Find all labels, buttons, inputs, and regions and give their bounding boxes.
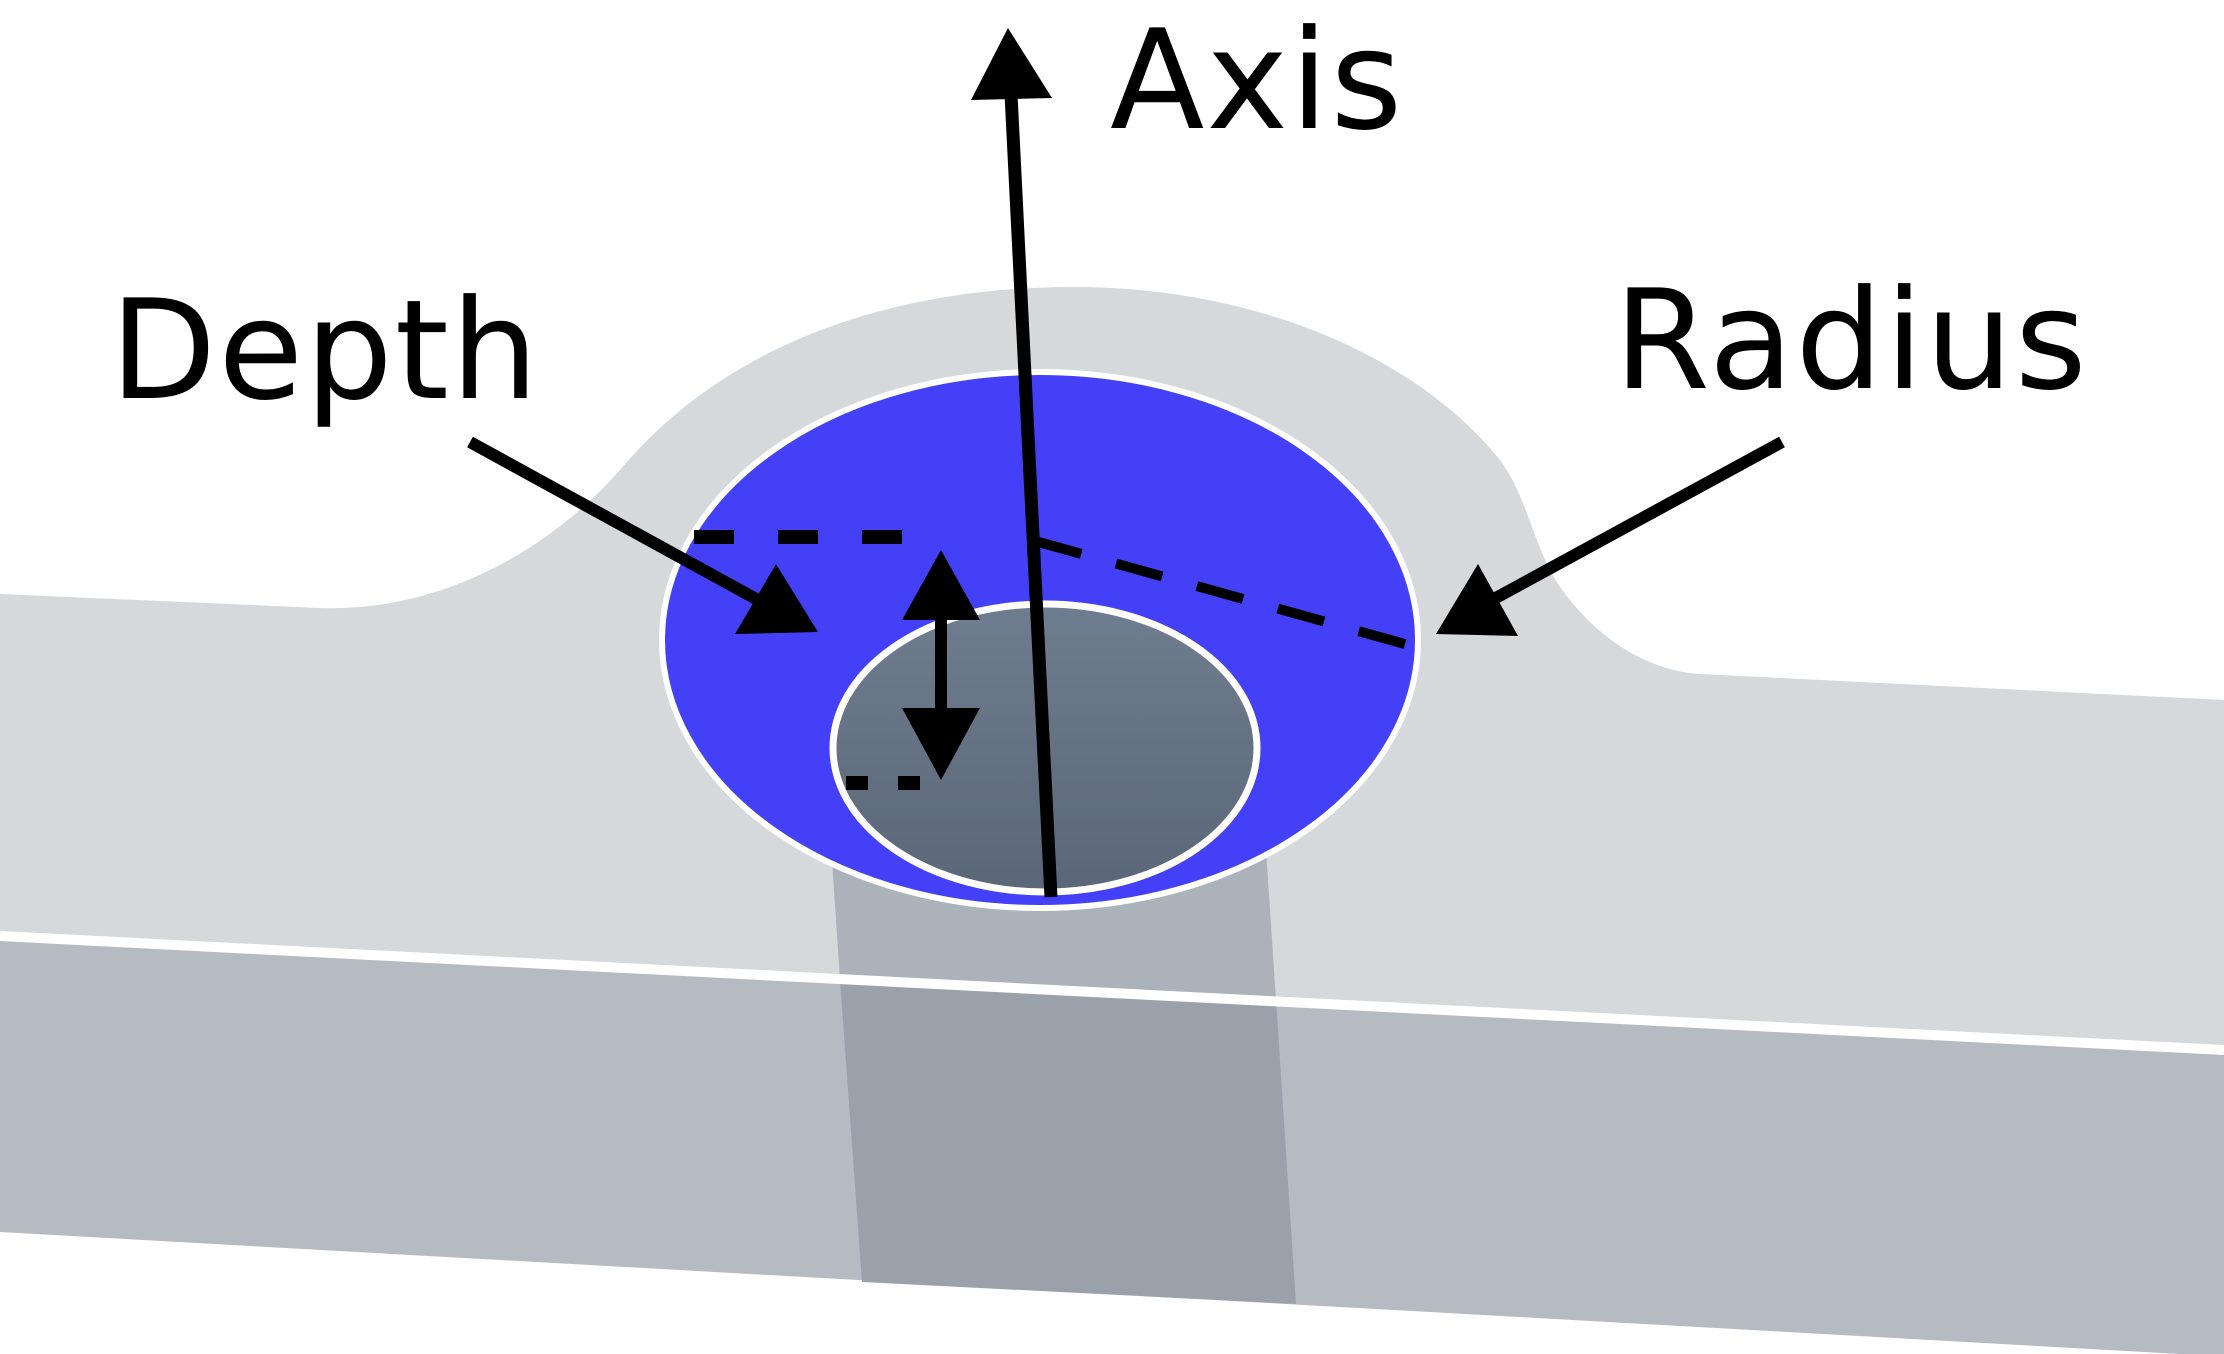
pointer-arrow-icon <box>467 436 818 634</box>
axis-label: Axis <box>1110 0 1404 161</box>
double-arrow-icon <box>902 550 980 780</box>
bore-wall <box>840 980 1296 1304</box>
arrow-up-icon <box>971 28 1058 898</box>
plate-edge-highlight <box>0 931 2224 1055</box>
pointer-arrow-icon <box>1436 436 1785 636</box>
radius-label: Radius <box>1614 260 2089 421</box>
depth-label: Depth <box>110 270 540 431</box>
radius-reference-line <box>1033 536 1414 651</box>
